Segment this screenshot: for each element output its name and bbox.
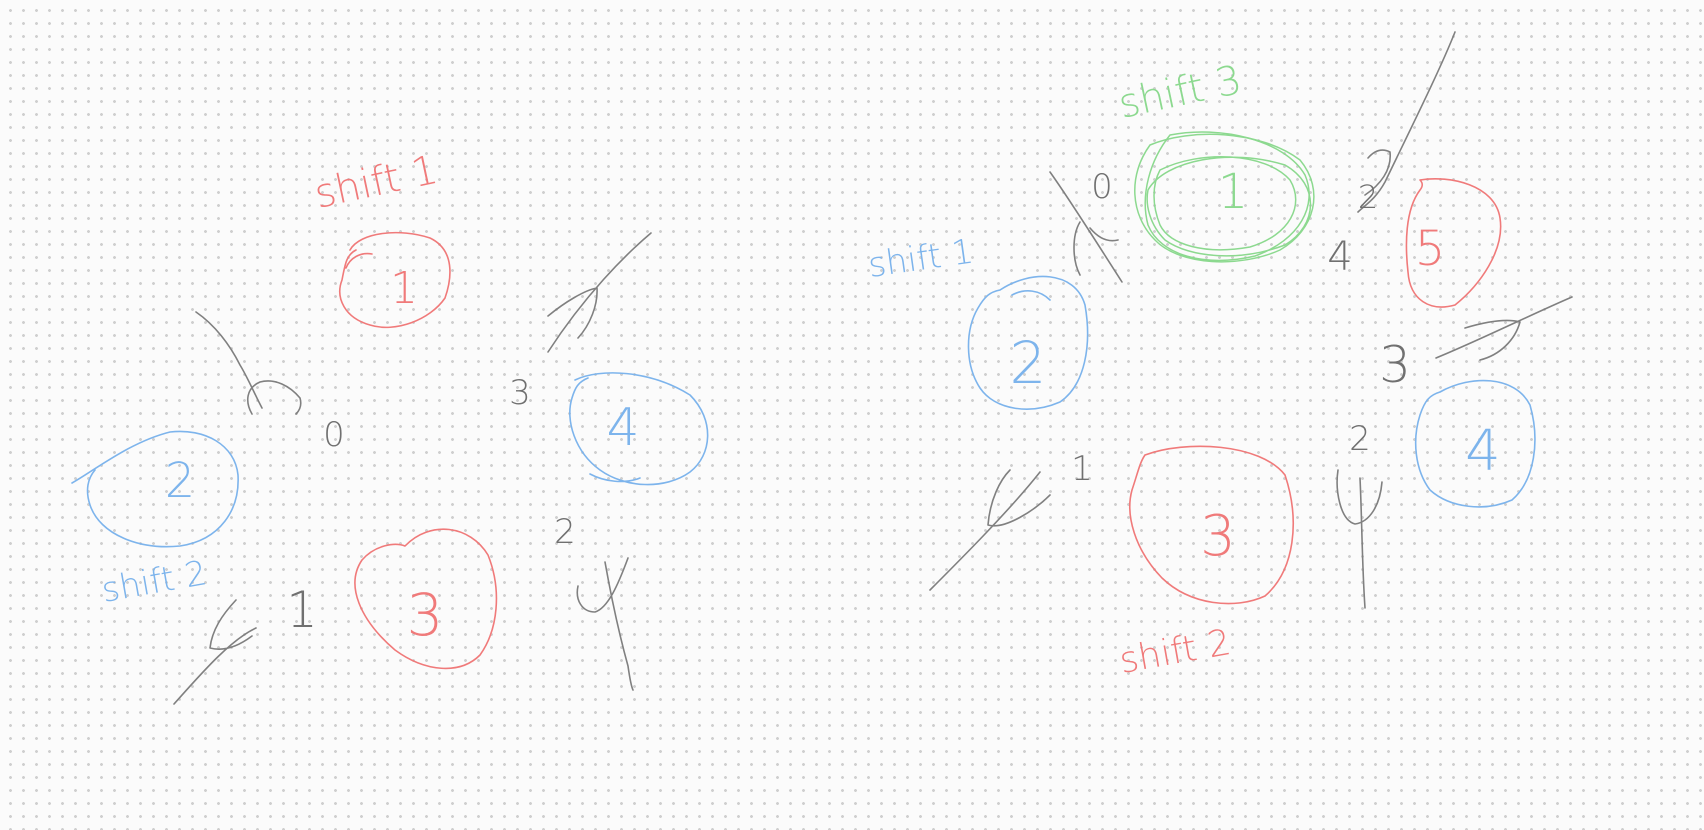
left-node-4-label: 4 [606,398,639,458]
right-node-2-label: 2 [1010,329,1047,397]
left-node-1-label: 1 [390,263,418,314]
right-vertex-2-lower-label: 2 [1349,419,1371,459]
right-node-2-circle [967,275,1089,410]
right-node-3-circle [1129,445,1294,605]
left-vertex-3-arrow [547,232,652,353]
right-node-1-label: 1 [1218,164,1249,220]
right-vertex-2-lower-trident [1336,469,1383,609]
left-shift-2-label: shift 2 [99,553,210,611]
right-node-5-label: 5 [1415,221,1446,277]
right-shift-3-label: shift 3 [1115,57,1246,128]
left-vertex-1-arrow [173,599,257,705]
right-node-4-label: 4 [1465,419,1501,484]
left-node-2-circle [71,430,239,548]
right-diagram: shift 3 1 0 shift 1 2 1 3 shift 2 2 4 [866,31,1573,682]
left-node-3-label: 3 [407,581,444,649]
right-vertex-1-label: 1 [1071,449,1093,489]
right-node-5-circle [1405,178,1502,308]
right-vertex-0-trident [1049,171,1123,283]
left-shift-1-label: shift 1 [311,147,442,218]
right-vertex-3-arrow [1435,296,1573,361]
right-vertex-4-label: 4 [1327,234,1352,280]
left-node-4-circle [569,372,709,486]
left-node-3-circle [354,528,498,670]
left-vertex-0-label: 0 [323,415,345,455]
right-node-4-circle [1414,379,1536,508]
left-vertex-2-label: 2 [554,512,576,552]
right-node-3-label: 3 [1200,504,1236,569]
right-vertex-0-label: 0 [1091,167,1113,207]
left-vertex-3-label: 3 [509,373,531,413]
left-vertex-1-label: 1 [286,581,318,639]
left-vertex-2-trident [576,557,634,691]
right-shift-2-label: shift 2 [1116,622,1233,682]
left-diagram: shift 1 1 0 3 4 2 shift 2 1 3 2 [71,147,709,705]
right-node-1-circle [1134,131,1315,263]
right-vertex-2-arrow [1357,31,1456,213]
right-vertex-2-label: 2 [1358,178,1378,216]
left-vertex-0-trident [195,311,302,415]
left-node-1-circle [339,231,451,329]
right-vertex-1-arrow [929,469,1051,591]
right-vertex-3-label: 3 [1379,336,1411,394]
left-node-2-label: 2 [165,453,196,509]
right-shift-1-label: shift 1 [866,232,976,286]
